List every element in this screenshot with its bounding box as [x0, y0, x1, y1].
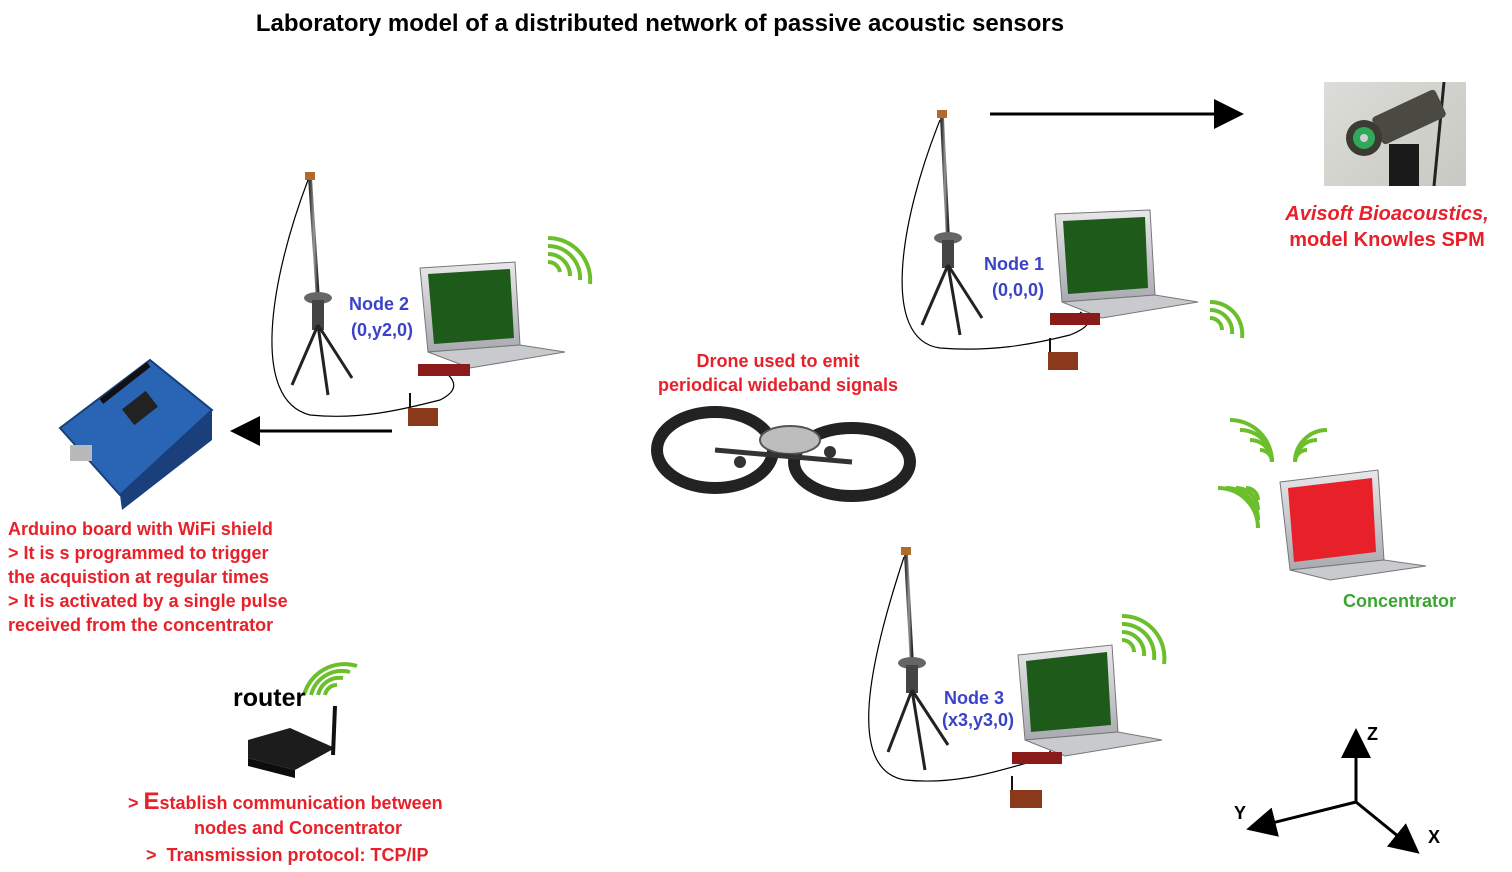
node-1-label: Node 1: [984, 254, 1045, 274]
concentrator-label: Concentrator: [1343, 591, 1457, 611]
wifi-signal-icon: [1121, 613, 1167, 665]
wifi-signal-icon: [302, 662, 358, 696]
router-caption-rest: stablish communication between: [159, 793, 443, 813]
arduino-caption-line-3: the acquistion at regular times: [8, 567, 270, 587]
z-axis-label: Z: [1367, 724, 1378, 744]
router-caption-line-3: > Transmission protocol: TCP/IP: [146, 845, 429, 865]
router-icon: [248, 705, 337, 778]
laptop-icon: [1017, 644, 1163, 757]
router-label: router: [233, 684, 306, 712]
page-title: Laboratory model of a distributed networ…: [255, 10, 1065, 37]
node-2-group: [271, 172, 593, 426]
x-axis-label: X: [1428, 827, 1441, 847]
arduino-board-icon: [58, 358, 214, 510]
wifi-signal-icon: [1229, 418, 1274, 463]
microphone-model: model Knowles SPM: [1289, 229, 1485, 251]
router-caption-line-1: > Establish communication between: [128, 790, 443, 815]
router-caption-initial: E: [143, 788, 160, 815]
microphone-icon: [1346, 82, 1446, 186]
node-2-coords: (0,y2,0): [351, 320, 414, 340]
wifi-signal-icon: [547, 235, 593, 285]
node-3-coords: (x3,y3,0): [942, 710, 1015, 730]
node-3-label: Node 3: [944, 688, 1005, 708]
drone-caption-line-2: periodical wideband signals: [657, 375, 899, 395]
drone-icon: [651, 406, 916, 502]
microphone-photo: [1324, 82, 1466, 186]
drone-caption-line-1: Drone used to emit: [696, 351, 860, 371]
concentrator-group: [1217, 418, 1427, 581]
coordinate-axes: [1246, 728, 1420, 854]
arduino-caption-line-2: > It is s programmed to trigger: [8, 543, 269, 563]
router-caption-prefix: >: [128, 793, 144, 813]
wifi-module-icon: [1048, 338, 1078, 370]
audio-interface-icon: [1012, 752, 1062, 764]
node-2-label: Node 2: [349, 294, 410, 314]
wifi-module-icon: [408, 393, 438, 426]
tripod-microphone-icon: [886, 547, 950, 771]
y-axis-arrow: [1246, 800, 1357, 837]
laptop-icon: [419, 261, 566, 369]
cable-line: [901, 119, 1089, 350]
node-1-group: [901, 110, 1245, 370]
laptop-icon: [1279, 469, 1427, 581]
wifi-module-icon: [1010, 776, 1042, 808]
tripod-microphone-icon: [920, 110, 984, 336]
arduino-caption-line-5: received from the concentrator: [8, 615, 274, 635]
wifi-signal-icon: [1293, 428, 1328, 463]
node-1-coords: (0,0,0): [992, 280, 1045, 300]
laptop-icon: [1054, 209, 1199, 319]
audio-interface-icon: [1050, 313, 1100, 325]
wifi-signal-icon: [1209, 299, 1245, 339]
cable-line: [271, 179, 455, 417]
x-axis-arrow: [1355, 800, 1420, 854]
y-axis-label: Y: [1234, 803, 1247, 823]
wifi-signal-icon: [1217, 486, 1260, 529]
tripod-microphone-icon: [290, 172, 354, 396]
arduino-caption-line-1: Arduino board with WiFi shield: [8, 519, 273, 539]
microphone-brand: Avisoft Bioacoustics,: [1285, 203, 1489, 225]
audio-interface-icon: [418, 364, 470, 376]
router-caption-line-2: nodes and Concentrator: [194, 818, 403, 838]
node-3-group: [868, 547, 1167, 808]
arduino-caption-line-4: > It is activated by a single pulse: [8, 591, 288, 611]
